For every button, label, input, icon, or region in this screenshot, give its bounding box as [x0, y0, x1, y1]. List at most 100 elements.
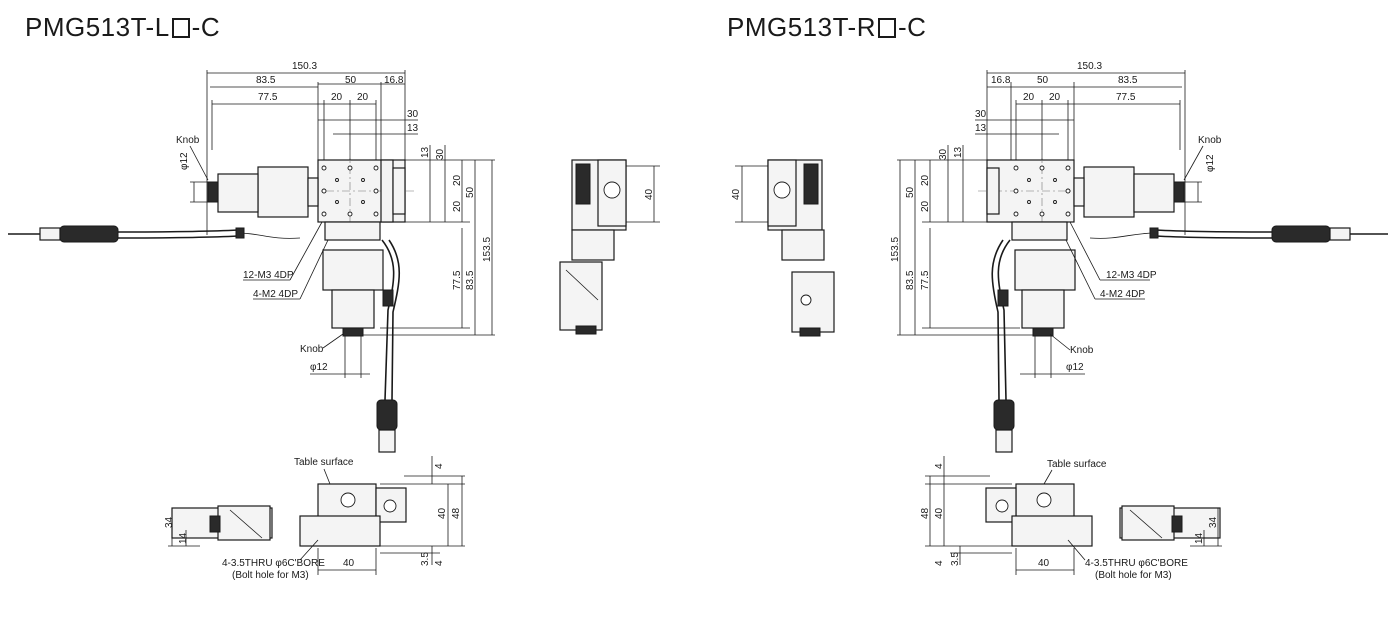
dim-40-width: 40 — [343, 558, 355, 569]
dim-50: 50 — [345, 75, 357, 86]
cable-connector — [376, 399, 398, 431]
side-dim-77-5: 77.5 — [920, 270, 931, 290]
side-motor — [559, 261, 603, 331]
side-dim-77-5: 77.5 — [452, 270, 463, 290]
knob-diameter-bottom: φ12 — [1066, 362, 1084, 373]
dim-30: 30 — [407, 109, 419, 120]
right-top-view: 150.3 16.8 50 83.5 20 20 77.5 30 13 30 1… — [890, 61, 1388, 453]
side-dim-50: 50 — [905, 186, 916, 198]
dim-50: 50 — [1037, 75, 1049, 86]
side-dim-50: 50 — [465, 186, 476, 198]
left-front-view: Table surface 4 40 48 3.5 4 34 14 40 4-3 — [164, 456, 465, 581]
bolt-callout-1: 4-3.5THRU φ6C'BORE — [222, 558, 325, 569]
left-title-prefix: PMG513T-L — [25, 12, 170, 42]
dim-40-width: 40 — [1038, 558, 1050, 569]
side-dim-13: 13 — [420, 146, 431, 158]
placeholder-box-icon — [171, 18, 190, 38]
dim-13: 13 — [407, 123, 419, 134]
dim-13: 13 — [975, 123, 987, 134]
left-top-view: 150.3 83.5 50 16.8 77.5 20 20 30 13 13 3… — [8, 61, 495, 453]
side-width-40: 40 — [731, 188, 742, 200]
side-dim-153-5: 153.5 — [482, 237, 493, 262]
dim-overall: 150.3 — [292, 61, 317, 72]
right-front-view: Table surface 4 40 48 3.5 4 34 14 40 4-3 — [920, 456, 1222, 581]
dim-77-5: 77.5 — [1116, 92, 1136, 103]
knob-label-bottom: Knob — [300, 344, 324, 355]
side-dim-30: 30 — [435, 148, 446, 160]
right-model-title: PMG513T-R -C — [727, 12, 926, 43]
stage-base — [1011, 515, 1093, 547]
dim-4-top: 4 — [934, 463, 945, 469]
side-dim-20a: 20 — [452, 174, 463, 186]
cable-connector — [59, 225, 119, 243]
side-dim-13: 13 — [953, 146, 964, 158]
side-dim-20b: 20 — [452, 200, 463, 212]
placeholder-box-icon — [878, 18, 896, 38]
dim-20a: 20 — [331, 92, 343, 103]
dim-16-8: 16.8 — [991, 75, 1011, 86]
bolt-callout-1: 4-3.5THRU φ6C'BORE — [1085, 558, 1188, 569]
dim-83-5: 83.5 — [1118, 75, 1138, 86]
stage-base — [299, 515, 381, 547]
knob-diameter: φ12 — [179, 152, 190, 170]
dim-48: 48 — [451, 507, 462, 519]
dim-20b: 20 — [1049, 92, 1061, 103]
side-dim-30: 30 — [938, 148, 949, 160]
dim-14: 14 — [178, 532, 189, 544]
knob-icon — [1173, 181, 1185, 203]
dim-77-5: 77.5 — [258, 92, 278, 103]
right-side-view: 40 — [731, 159, 835, 337]
cable-connector — [1271, 225, 1331, 243]
left-side-view: 40 — [559, 159, 660, 335]
bolt-callout-2: (Bolt hole for M3) — [232, 570, 309, 581]
cable-connector — [993, 399, 1015, 431]
dim-14: 14 — [1194, 532, 1205, 544]
side-dim-83-5: 83.5 — [465, 270, 476, 290]
left-model-title: PMG513T-L -C — [25, 12, 220, 43]
side-dim-153-5: 153.5 — [890, 237, 901, 262]
dim-40-h: 40 — [934, 507, 945, 519]
side-dim-20a: 20 — [920, 174, 931, 186]
dim-40-h: 40 — [437, 507, 448, 519]
right-title-prefix: PMG513T-R — [727, 12, 876, 42]
table-surface-label: Table surface — [294, 457, 354, 468]
knob-label-bottom: Knob — [1070, 345, 1094, 356]
hole-callout-1: 12-M3 4DP — [1106, 270, 1157, 281]
knob-diameter: φ12 — [1205, 154, 1216, 172]
dim-34: 34 — [1208, 516, 1219, 528]
knob-icon — [1032, 327, 1054, 337]
side-dim-20b: 20 — [920, 200, 931, 212]
dim-3-5: 3.5 — [420, 552, 431, 566]
knob-icon — [342, 327, 364, 337]
mounting-holes — [321, 165, 379, 217]
dim-30: 30 — [975, 109, 987, 120]
table-surface-label: Table surface — [1047, 459, 1107, 470]
dim-overall: 150.3 — [1077, 61, 1102, 72]
dim-4-bottom: 4 — [434, 560, 445, 566]
x-motor — [1083, 166, 1135, 218]
side-dim-83-5: 83.5 — [905, 270, 916, 290]
dim-20a: 20 — [1023, 92, 1035, 103]
dim-83-5: 83.5 — [256, 75, 276, 86]
dim-16-8: 16.8 — [384, 75, 404, 86]
hole-callout-2: 4-M2 4DP — [253, 289, 298, 300]
x-motor — [257, 166, 309, 218]
dim-34: 34 — [164, 516, 175, 528]
dim-48: 48 — [920, 507, 931, 519]
knob-label: Knob — [1198, 135, 1222, 146]
knob-diameter-bottom: φ12 — [310, 362, 328, 373]
left-title-suffix: -C — [191, 12, 221, 42]
side-motor — [791, 271, 835, 333]
side-width-40: 40 — [644, 188, 655, 200]
dim-3-5: 3.5 — [950, 552, 961, 566]
knob-icon — [207, 181, 219, 203]
y-motor — [1014, 249, 1076, 291]
dim-4-top: 4 — [434, 463, 445, 469]
knob-label: Knob — [176, 135, 200, 146]
hole-callout-2: 4-M2 4DP — [1100, 289, 1145, 300]
bolt-callout-2: (Bolt hole for M3) — [1095, 570, 1172, 581]
y-motor — [322, 249, 384, 291]
right-title-suffix: -C — [898, 12, 927, 42]
hole-callout-1: 12-M3 4DP — [243, 270, 294, 281]
